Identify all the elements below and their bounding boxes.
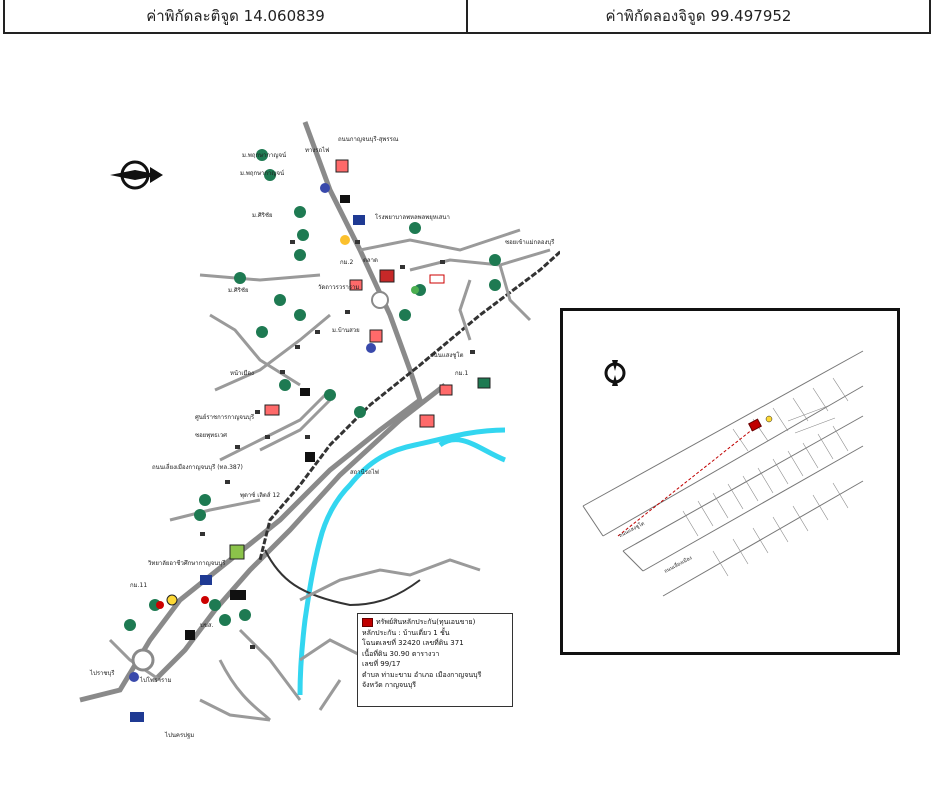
legend-title-row: ทรัพย์สินหลักประกัน(ทุนเอนขาย) (362, 617, 508, 628)
legend-subdistrict: ตำบล ท่ามะขาม อำเภอ เมืองกาญจนบุรี (362, 670, 482, 679)
inset-map-svg (582, 350, 864, 597)
compass-icon (110, 160, 163, 190)
legend-title: ทรัพย์สินหลักประกัน(ทุนเอนขาย) (376, 618, 476, 626)
map-label: ถนนแสงชูโต (430, 352, 464, 359)
property-marker (748, 418, 762, 432)
map-label: ไปนครปฐม (165, 732, 195, 739)
map-label: กม.11 (130, 582, 148, 589)
river (297, 427, 506, 696)
map-label: วัดถาวรวราราม (318, 284, 360, 291)
map-label: ทางรถไฟ (305, 147, 330, 154)
map-label: ม.ศิริชัย (252, 212, 273, 219)
map-label: ถนนกาญจนบุรี-สุพรรณ (338, 136, 399, 143)
map-label: ตลาด (363, 257, 378, 264)
landmark-marker (765, 415, 773, 423)
map-label: ถนนเลี่ยงเมืองกาญจนบุรี (ทล.387) (152, 464, 243, 471)
map-label: ม.บ้านสวย (332, 327, 360, 334)
map-label: ไปราชบุรี (90, 670, 115, 677)
map-label: ซอยพุทธเวศ (195, 432, 227, 439)
railway-branch (264, 549, 421, 607)
map-label: บขส. (200, 622, 214, 629)
legend-type: หลักประกัน : บ้านเดี่ยว 1 ชั้น (362, 628, 450, 637)
highway-south (153, 383, 447, 682)
inset-map: ถนนแสงชูโต ถนนเลี่ยงเมือง (560, 308, 900, 655)
building-icons (129, 159, 491, 722)
highway-main (79, 121, 423, 703)
property-legend: ทรัพย์สินหลักประกัน(ทุนเอนขาย) หลักประกั… (357, 613, 513, 707)
legend-area: เนื้อที่ดิน 30.90 ตารางวา (362, 649, 440, 658)
legend-province: จังหวัด กาญจนบุรี (362, 681, 417, 689)
property-swatch (362, 617, 373, 627)
map-label: ศูนย์ราชการกาญจนบุรี (195, 414, 255, 421)
river-branch (438, 437, 506, 463)
roundabout-2 (371, 291, 389, 309)
inset-route (617, 428, 754, 537)
map-label: โรงพยาบาลพหลพลพยุหเสนา (375, 214, 450, 221)
map-label: สถานีรถไฟ (350, 469, 379, 476)
inset-streets (582, 350, 864, 597)
tree-icons (124, 149, 501, 631)
map-label: ม.ศิริชัย (228, 287, 249, 294)
longitude-text: ค่าพิกัดลองจิจูด 99.497952 (466, 0, 929, 32)
map-label: กม.2 (340, 259, 354, 266)
latitude-text: ค่าพิกัดละติจูด 14.060839 (146, 7, 325, 25)
map-label: ม.พฤกษากาญจน์ (242, 152, 287, 159)
map-label: ซอยเข้าแม่กลองบุรี (505, 239, 555, 246)
railway (258, 223, 592, 561)
map-label: วิทยาลัยอาชีวศึกษากาญจนบุรี (148, 560, 226, 567)
legend-deed: โฉนดเลขที่ 32420 เลขที่ดิน 371 (362, 639, 464, 647)
map-label: ไปโพธาราม (140, 677, 172, 684)
main-map: ถนนกาญจนบุรี-สุพรรณ ม.พฤกษากาญจน์ ม.พฤกษ… (0, 100, 592, 805)
main-map-svg (79, 121, 592, 722)
compass-icon (604, 360, 626, 386)
inset-parcels (682, 377, 849, 577)
coordinates-bar: ค่าพิกัดละติจูด 14.060839 ค่าพิกัดลองจิจ… (3, 0, 931, 34)
map-label: ม.พฤกษากาญจน์ (240, 170, 285, 177)
roundabout (131, 648, 155, 672)
house-icons (200, 240, 475, 649)
map-label: พุดาซ์ เลิตส์ 12 (240, 492, 281, 499)
secondary-roads (108, 228, 551, 722)
legend-house-no: เลขที่ 99/17 (362, 660, 401, 668)
map-label: หน้าเมือง (230, 370, 254, 377)
map-label: กม.1 (455, 370, 469, 377)
